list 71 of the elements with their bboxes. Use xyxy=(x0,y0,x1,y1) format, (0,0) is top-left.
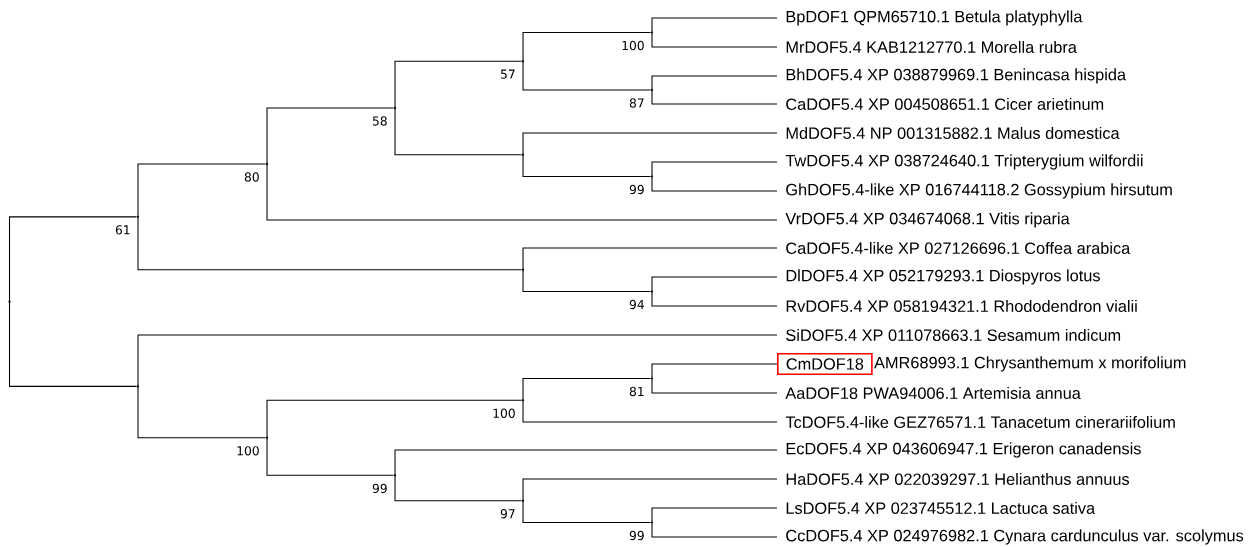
bootstrap-value: 100 xyxy=(622,40,644,51)
tree-branch xyxy=(266,437,395,476)
leaf-label: CaDOF5.4 XP 004508651.1 Cicer arietinum xyxy=(786,98,1104,110)
tree-branch xyxy=(522,500,652,524)
bootstrap-value: 87 xyxy=(629,98,644,108)
leaf-label: HaDOF5.4 XP 022039297.1 Helianthus annuus xyxy=(786,473,1130,485)
tree-branch xyxy=(651,276,778,293)
tree-branch xyxy=(651,75,778,91)
tree-branch xyxy=(266,399,523,439)
tree-branch xyxy=(394,107,523,156)
bootstrap-value: 100 xyxy=(493,408,515,418)
tree-branch xyxy=(522,478,778,502)
leaf-label: CaDOF5.4-like XP 027126696.1 Coffea arabica xyxy=(786,242,1131,254)
tree-branch xyxy=(522,377,652,401)
bootstrap-value: 81 xyxy=(629,386,644,397)
tree-branch xyxy=(394,60,523,109)
tree-branch xyxy=(266,107,395,165)
tree-branch xyxy=(266,163,778,221)
leaf-label: AMR68993.1 Chrysanthemum x morifolium xyxy=(874,356,1186,372)
bootstrap-value: 94 xyxy=(629,299,644,310)
leaf-label: LsDOF5.4 XP 023745512.1 Lactuca sativa xyxy=(786,502,1096,514)
leaf-label: EcDOF5.4 XP 043606947.1 Erigeron canadensis xyxy=(786,442,1141,458)
leaf-label: MrDOF5.4 KAB1212770.1 Morella rubra xyxy=(786,41,1077,53)
tree-branch xyxy=(522,60,652,91)
tree-branch xyxy=(137,216,523,271)
leaf-label: DlDOF5.4 XP 052179293.1 Diospyros lotus xyxy=(786,269,1100,285)
leaf-label: CmDOF18 xyxy=(777,352,873,376)
leaf-label: CcDOF5.4 XP 024976982.1 Cynara cardunculus var. scolymus xyxy=(786,529,1244,545)
leaf-label: GhDOF5.4-like XP 016744118.2 Gossypium hirsutum xyxy=(786,183,1172,199)
tree-branch xyxy=(522,269,652,293)
bootstrap-value: 99 xyxy=(629,530,644,541)
leaf-label: TwDOF5.4 XP 038724640.1 Tripterygium wilfordii xyxy=(785,154,1143,170)
tree-branch xyxy=(651,521,778,538)
tree-branch xyxy=(394,474,523,502)
tree-branch xyxy=(522,154,652,177)
tree-branch xyxy=(9,216,138,303)
tree-branch xyxy=(651,89,778,105)
tree-branch xyxy=(651,31,778,48)
tree-branch xyxy=(651,363,778,380)
tree-branch xyxy=(522,132,778,156)
bootstrap-value: 99 xyxy=(629,184,644,195)
leaf-label: SiDOF5.4 XP 011078663.1 Sesamum indicum xyxy=(786,329,1121,341)
tree-branch xyxy=(522,31,652,62)
tree-branch xyxy=(137,385,267,439)
leaf-label: MdDOF5.4 NP 001315882.1 Malus domestica xyxy=(786,127,1120,139)
bootstrap-value: 99 xyxy=(372,483,387,494)
bootstrap-value: 97 xyxy=(500,509,515,519)
leaf-label: AaDOF18 PWA94006.1 Artemisia annua xyxy=(785,387,1081,399)
tree-branch xyxy=(9,301,138,387)
tree-branch xyxy=(137,163,267,218)
bootstrap-value: 100 xyxy=(237,446,259,456)
tree-branch xyxy=(651,175,778,192)
leaf-label: VrDOF5.4 XP 034674068.1 Vitis riparia xyxy=(785,212,1070,228)
branch-point xyxy=(8,300,11,303)
bootstrap-value: 58 xyxy=(372,116,387,126)
tree-branch xyxy=(522,247,778,271)
tree-branch xyxy=(651,161,778,177)
bootstrap-value: 80 xyxy=(244,172,259,182)
leaf-label: BpDOF1 QPM65710.1 Betula platyphylla xyxy=(786,10,1083,26)
tree-branch xyxy=(522,399,778,423)
tree-branch xyxy=(651,507,778,524)
tree-branch xyxy=(137,334,778,387)
tree-branch xyxy=(394,449,778,476)
tree-branch xyxy=(651,17,778,33)
tree-branch xyxy=(651,377,778,394)
bootstrap-value: 61 xyxy=(115,225,130,235)
tree-branch xyxy=(651,290,778,307)
leaf-label: TcDOF5.4-like GEZ76571.1 Tanacetum cinerariifolium xyxy=(785,416,1175,428)
bootstrap-value: 57 xyxy=(500,69,515,79)
leaf-label: RvDOF5.4 XP 058194321.1 Rhododendron vialii xyxy=(786,300,1137,312)
leaf-label: BhDOF5.4 XP 038879969.1 Benincasa hispida xyxy=(786,68,1127,84)
